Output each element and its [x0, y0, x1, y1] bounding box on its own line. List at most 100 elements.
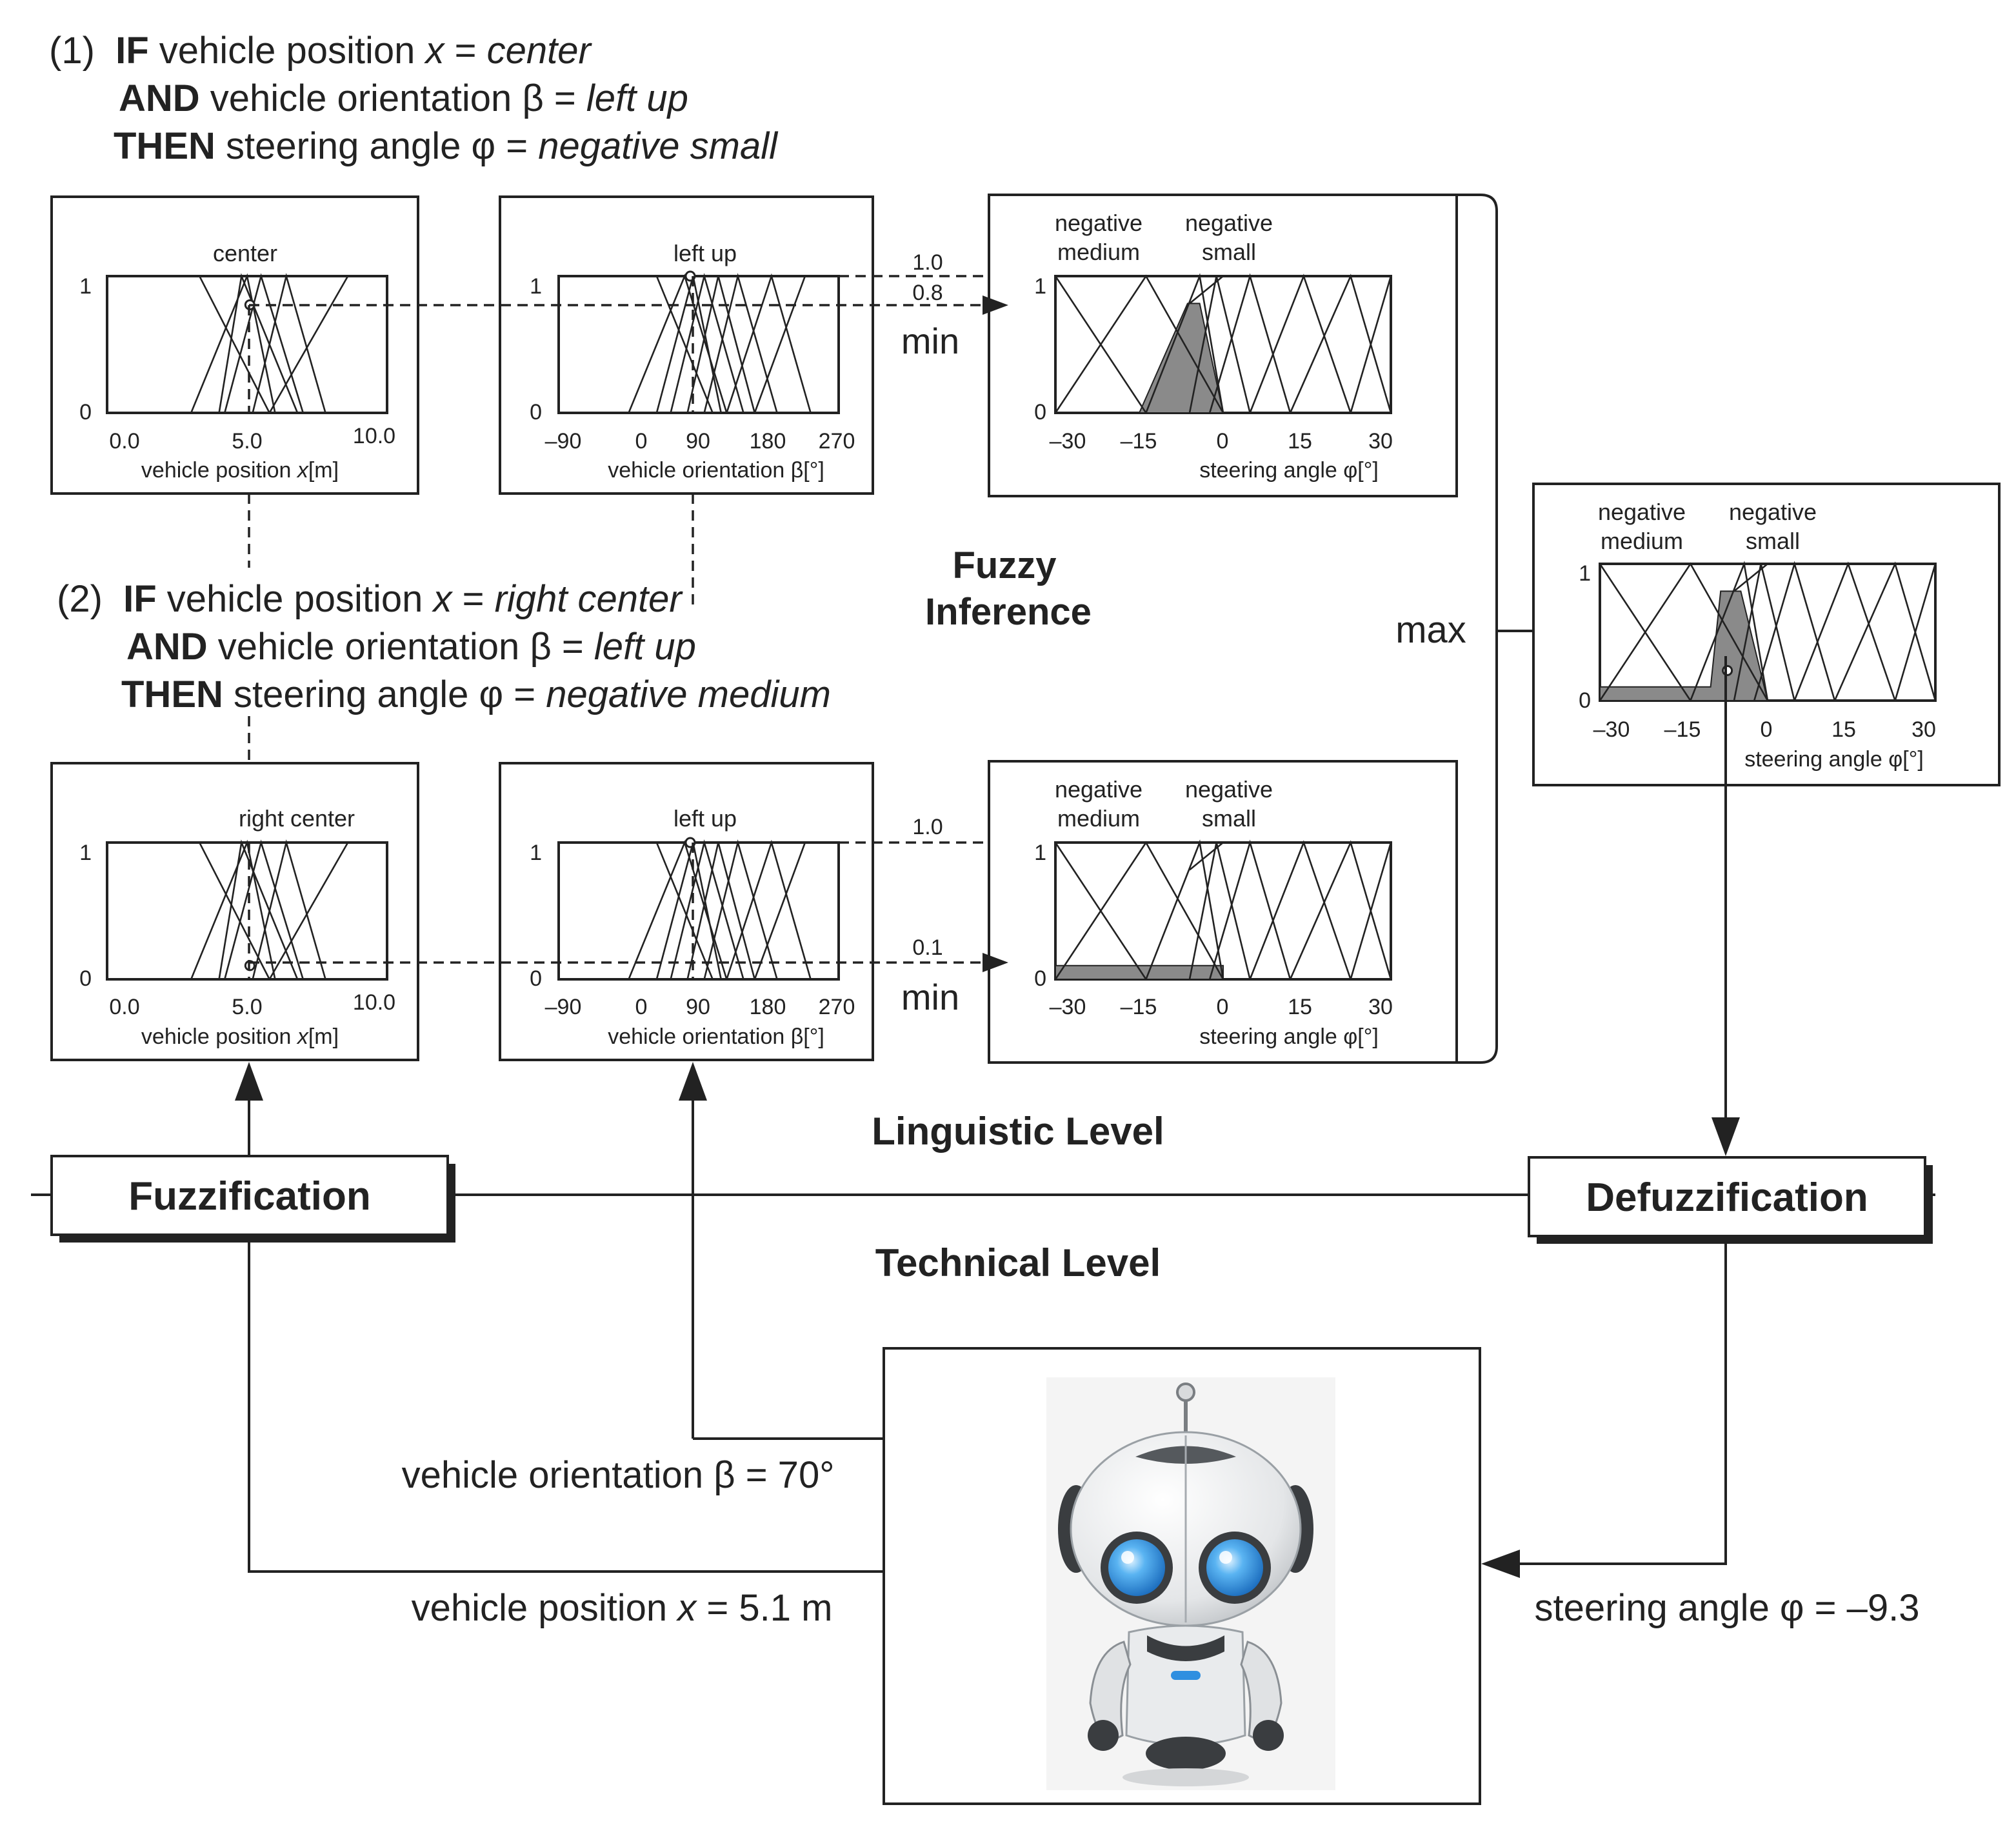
pos2-tick-1: 5.0 — [232, 995, 262, 1019]
technical-level-label: Technical Level — [875, 1241, 1161, 1284]
agg-membership-fn-3 — [1733, 563, 1795, 701]
rule-1-then-var: steering angle — [226, 125, 461, 167]
ori1-title: left up — [674, 240, 737, 266]
fuzzification-label: Fuzzification — [128, 1174, 370, 1219]
pos2-title: right center — [239, 805, 355, 832]
defuzz-to-robot — [1516, 1236, 1727, 1565]
signal-position: vehicle position x = 5.1 m — [412, 1587, 833, 1629]
out2-membership-fn-2 — [1145, 839, 1224, 980]
rule-1-then-sym: φ — [471, 125, 496, 167]
rule-2-and-var: vehicle orientation — [217, 626, 520, 668]
ori2-membership-fn-3 — [670, 839, 744, 980]
out1-tick-3: 15 — [1288, 429, 1312, 454]
rule-1-and-val: left up — [586, 77, 688, 119]
out1-y0: 0 — [1034, 400, 1046, 424]
out1-membership-fn-3 — [1188, 275, 1251, 414]
fuzzification-block — [50, 1155, 449, 1236]
r1-value-08: 0.8 — [912, 281, 943, 305]
ori1-membership-fn-7 — [754, 275, 839, 414]
agg-tick-4: 30 — [1911, 717, 1936, 742]
pos1-y1: 1 — [79, 274, 92, 299]
max-bracket — [1457, 194, 1498, 1064]
rule-1-if-var: vehicle position — [159, 30, 415, 72]
out2-activated-area — [1055, 964, 1224, 980]
signal-orientation: vehicle orientation β = 70° — [402, 1454, 835, 1496]
pos2-membership-fn-3 — [224, 839, 304, 980]
ori2-membership-fn-7 — [754, 841, 839, 980]
plot-output-2 — [1054, 839, 1392, 981]
fuzzy-inference-title-2: Inference — [925, 591, 1092, 633]
out2-tick-4: 30 — [1368, 995, 1393, 1019]
pos2-xlabel: vehicle position x[m] — [141, 1024, 339, 1049]
rule-1-number: (1) — [49, 30, 95, 72]
agg-title-b2: small — [1746, 528, 1800, 554]
pos1-xlabel-sym: x — [296, 458, 309, 483]
pos2-xlabel-a: vehicle position — [141, 1024, 297, 1049]
rule-2-and-sym: β — [530, 626, 552, 668]
out2-title-b1: negative — [1185, 776, 1273, 803]
r2-value-10: 1.0 — [912, 815, 943, 839]
out2-y1: 1 — [1034, 841, 1046, 865]
agg-tick-0: –30 — [1593, 717, 1630, 742]
ori2-membership-fn-0 — [559, 841, 714, 980]
rule-2-and-val: left up — [594, 626, 696, 668]
ori2-membership-fn-6 — [726, 839, 812, 980]
rule-2-then-val: negative medium — [546, 674, 831, 715]
ori1-tick-2: 90 — [686, 429, 710, 454]
arrow-to-defuzz — [1712, 1117, 1740, 1156]
agg-marker — [1722, 664, 1733, 676]
ori1-tick-4: 270 — [819, 429, 855, 454]
pos1-tick-1: 5.0 — [232, 429, 262, 454]
pos1-membership-fn-0 — [107, 275, 270, 414]
agg-membership-fn-2 — [1690, 561, 1769, 701]
pos1-tick-0: 0.0 — [109, 429, 139, 454]
ori2-membership-fn-4 — [686, 842, 756, 980]
out2-title-a2: medium — [1057, 805, 1140, 832]
plot-position-2 — [106, 839, 388, 981]
arrow-rule1-min — [983, 295, 1008, 315]
ori2-y0: 0 — [530, 966, 542, 991]
out2-title-b2: small — [1202, 805, 1256, 832]
pos2-membership-fn-4 — [268, 841, 387, 980]
rule-1-then: THEN — [114, 125, 215, 167]
agg-tick-1: –15 — [1664, 717, 1701, 742]
ori1-y1: 1 — [530, 274, 542, 299]
ori1-membership-fn-2 — [655, 275, 722, 414]
ori1-membership-fn-4 — [686, 275, 756, 414]
agg-title-b1: negative — [1729, 499, 1817, 525]
plot-output-1 — [1054, 273, 1392, 414]
pos2-xlabel-sym: x — [296, 1024, 309, 1049]
ori2-membership-fn-1 — [628, 840, 728, 980]
out2-xlabel: steering angle φ[°] — [1199, 1024, 1379, 1049]
r2-value-01: 0.1 — [912, 935, 943, 960]
out1-xlabel: steering angle φ[°] — [1199, 458, 1379, 483]
rule-2-then-var: steering angle — [234, 674, 469, 715]
rule-1-text: (1) IF vehicle position x = center AND v… — [49, 30, 777, 167]
out2-membership-fn-8 — [1189, 841, 1224, 871]
ori1-tick-3: 180 — [750, 429, 786, 454]
out1-y1: 1 — [1034, 274, 1046, 299]
agg-y1: 1 — [1579, 561, 1591, 586]
agg-membership-fn-5 — [1793, 561, 1896, 701]
pos2-axes — [106, 841, 388, 981]
pos2-y0: 0 — [79, 966, 92, 991]
out2-tick-1: –15 — [1121, 995, 1157, 1019]
ori2-title: left up — [674, 805, 737, 832]
out2-membership-fn-5 — [1249, 840, 1352, 980]
r1-min: min — [901, 321, 959, 361]
rule-1-if-val: center — [486, 30, 591, 72]
plot-position-1 — [106, 272, 388, 414]
out1-tick-2: 0 — [1217, 429, 1229, 454]
r2-min: min — [901, 977, 959, 1017]
out2-membership-fn-4 — [1208, 839, 1292, 980]
agg-title-a2: medium — [1601, 528, 1683, 554]
agg-membership-fn-1 — [1599, 562, 1769, 701]
rule-1-and-sym: β — [522, 77, 544, 119]
plot-orientation-2 — [557, 837, 840, 981]
ori1-axes — [557, 275, 840, 414]
out1-title-a1: negative — [1055, 210, 1143, 236]
pos1-xlabel: vehicle position x[m] — [141, 458, 339, 483]
panel-frame-output-2 — [988, 760, 1458, 1064]
out1-axes — [1054, 275, 1392, 414]
